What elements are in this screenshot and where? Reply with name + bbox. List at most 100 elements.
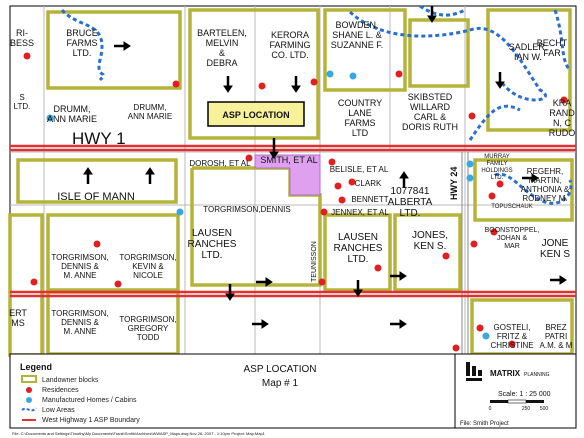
parcel-label-line: GREGORY bbox=[128, 324, 169, 333]
parcel-label-line: LTD. bbox=[14, 102, 31, 111]
parcel-label-line: HOLDINGS bbox=[481, 168, 512, 174]
legend-label-blocks: Landowner blocks bbox=[42, 377, 99, 384]
parcel-label-drumm2: DRUMM,ANN MARIE bbox=[128, 103, 172, 121]
highway-24-road bbox=[461, 152, 469, 354]
logo-name: MATRIX bbox=[490, 369, 521, 378]
parcel-label-line: CHRISTINE bbox=[490, 341, 533, 350]
road-label: TEUNISSON bbox=[311, 241, 318, 282]
legend-label-low: Low Areas bbox=[42, 407, 75, 414]
parcel-label-isle: ISLE OF MANN bbox=[57, 191, 135, 203]
parcel-label-jones1: JONES,KEN S. bbox=[412, 230, 448, 252]
parcel-label-line: LTD. bbox=[400, 208, 421, 219]
parcel-label-line: BENNETT bbox=[351, 195, 388, 204]
parcel-label-line: COUNTRY bbox=[338, 98, 382, 108]
parcel-label-line: TORGRIMSON,DENNIS bbox=[203, 205, 290, 214]
parcel-label-line: TOPUSCHAUK bbox=[491, 204, 533, 210]
parcel-label-line: TORGRIMSON, bbox=[119, 315, 176, 324]
parcel-label-line: ANN MARIE bbox=[47, 114, 97, 124]
parcel-label-line: RANCHES bbox=[188, 239, 237, 250]
svg-text:500: 500 bbox=[540, 406, 549, 412]
parcel-label-line: LTD. bbox=[348, 254, 369, 265]
legend-items: Landowner blocks Residences Manufactured… bbox=[21, 375, 140, 424]
parcel-label-line: N, C bbox=[553, 118, 572, 128]
legend-swatch-residence bbox=[26, 387, 32, 393]
parcel-label-drumm1: DRUMM,ANN MARIE bbox=[47, 104, 97, 124]
parcel-label-line: KRA bbox=[553, 98, 572, 108]
parcel-label-line: TORGRIMSON, bbox=[119, 253, 176, 262]
parcel-label-belisle: BELISLE, ET AL bbox=[330, 165, 389, 174]
logo-suffix: PLANNING bbox=[524, 372, 550, 378]
parcel-label-torg_dm2: TORGRIMSON,DENNIS &M. ANNE bbox=[51, 309, 108, 336]
parcel-label-line: JONE bbox=[542, 238, 569, 249]
asp-site-parcel[interactable] bbox=[254, 154, 321, 196]
parcel-label-line: KEN S bbox=[540, 249, 570, 260]
matrix-logo: MATRIX PLANNING bbox=[466, 362, 550, 381]
parcel-label-line: MELVIN bbox=[206, 38, 239, 48]
parcel-label-line: MARTIN, bbox=[529, 176, 562, 185]
parcel-label-clark: CLARK bbox=[355, 179, 382, 188]
parcel-label-line: SMITH, ET AL bbox=[260, 155, 317, 165]
parcel-label-line: FARMS bbox=[66, 38, 97, 48]
file-name: File: Smith Project bbox=[460, 421, 509, 427]
parcel-label-regehr: REGEHR,MARTIN,ANTHONIA &RODNEY M. bbox=[521, 167, 570, 203]
parcel-label-line: RODNEY M. bbox=[522, 194, 567, 203]
map-title: ASP LOCATION bbox=[244, 364, 317, 375]
asp-location-callout bbox=[207, 101, 305, 127]
parcel-label-bartelen: BARTELEN,MELVIN&DEBRA bbox=[197, 28, 247, 68]
parcel-label-jennex: JENNEX, ET AL bbox=[331, 208, 389, 217]
highway-1-label: HWY 1 bbox=[72, 129, 126, 148]
drainage-arrows bbox=[83, 6, 567, 329]
parcel-label-line: CARL & bbox=[414, 112, 446, 122]
legend-swatch-low bbox=[21, 407, 37, 412]
legend-panel bbox=[9, 353, 577, 429]
svg-text:0: 0 bbox=[489, 406, 492, 412]
asp-location-callout-text: ASP LOCATION bbox=[222, 110, 289, 120]
parcel-label-line: GOSTELI, bbox=[494, 323, 531, 332]
svg-text:250: 250 bbox=[522, 406, 531, 412]
parcel-label-leftcol1: RI-BESS bbox=[10, 28, 34, 48]
parcel-label-line: MS bbox=[11, 318, 25, 328]
parcel-label-line: BESS bbox=[10, 38, 34, 48]
legend-title: Legend bbox=[20, 362, 52, 372]
parcel-label-line: FRITZ & bbox=[497, 332, 528, 341]
parcel-label-line: SHANE L. & bbox=[332, 30, 382, 40]
parcel-label-line: REGEHR, bbox=[527, 167, 563, 176]
parcel-label-line: KEVIN & bbox=[132, 262, 164, 271]
parcel-label-line: FAMILY bbox=[487, 161, 508, 167]
parcel-label-line: MURRAY bbox=[484, 154, 510, 160]
parcel-label-line: BARTELEN, bbox=[197, 28, 247, 38]
parcel-label-line: BECHT bbox=[537, 38, 568, 48]
parcel-label-bowden: BOWDEN,SHANE L. &SUZANNE F. bbox=[331, 20, 384, 50]
parcel-label-line: DEBRA bbox=[206, 58, 237, 68]
parcel-label-bennett: BENNETT bbox=[351, 195, 388, 204]
parcel-label-line: DOROSH, ET AL bbox=[189, 159, 251, 168]
parcel-label-line: SUZANNE F. bbox=[331, 40, 384, 50]
parcel-label-line: LTD. bbox=[73, 48, 92, 58]
parcel-label-line: M. ANNE bbox=[64, 327, 97, 336]
parcel-label-line: A.M. & M bbox=[540, 341, 573, 350]
parcel-label-line: NICOLE bbox=[133, 271, 163, 280]
parcel-label-line: CLARK bbox=[355, 179, 382, 188]
parcel-label-line: BREZ bbox=[545, 323, 566, 332]
parcel-label-line: CO. LTD. bbox=[271, 50, 308, 60]
parcel-label-line: LTD bbox=[352, 128, 369, 138]
parcel-label-sadler: SADLER,IAN W. bbox=[509, 42, 548, 62]
parcel-label-line: LTD. bbox=[202, 250, 223, 261]
legend-swatch-blocks bbox=[21, 375, 37, 383]
parcel-label-line: LAUSEN bbox=[338, 232, 378, 243]
parcel-label-gosteli: GOSTELI,FRITZ &CHRISTINE bbox=[490, 323, 533, 350]
parcel-label-topuschauk: TOPUSCHAUK bbox=[491, 204, 533, 210]
parcel-label-line: DENNIS & bbox=[61, 318, 99, 327]
cabins bbox=[46, 70, 490, 340]
parcel-label-smith: SMITH, ET AL bbox=[260, 155, 317, 165]
parcel-label-line: FARMING bbox=[269, 40, 310, 50]
parcel-label-line: PATRI bbox=[545, 332, 567, 341]
parcel-label-line: DRUMM, bbox=[54, 104, 91, 114]
parcel-label-line: FARMS bbox=[344, 118, 375, 128]
